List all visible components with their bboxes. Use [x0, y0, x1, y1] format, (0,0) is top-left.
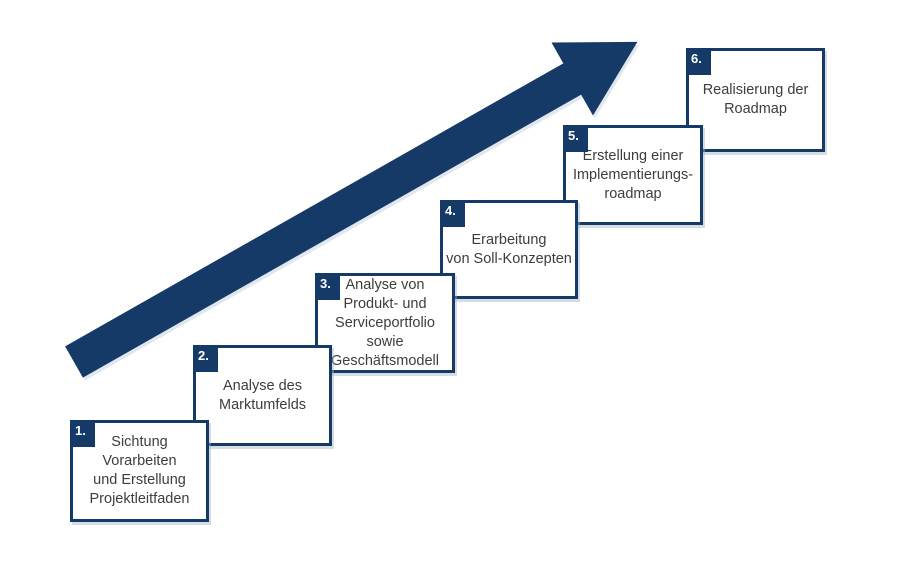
- step-label: Analyse von Produkt- und Serviceportfoli…: [331, 276, 439, 369]
- step-number-badge: 3.: [315, 273, 340, 300]
- step-box-6: 6. Realisierung der Roadmap: [686, 48, 825, 152]
- step-number-badge: 1.: [70, 420, 95, 447]
- growth-arrow-shape: [65, 41, 638, 378]
- step-label: Sichtung Vorarbeiten und Erstellung Proj…: [89, 434, 190, 507]
- step-number-badge: 5.: [563, 125, 588, 152]
- step-number-badge: 6.: [686, 48, 711, 75]
- step-box-5: 5. Erstellung einer Implementierungs- ro…: [563, 125, 703, 225]
- step-label: Analyse des Marktumfelds: [218, 377, 307, 413]
- step-box-1: 1. Sichtung Vorarbeiten und Erstellung P…: [70, 420, 209, 522]
- step-number-badge: 2.: [193, 345, 218, 372]
- step-label: Erstellung einer Implementierungs- roadm…: [572, 147, 694, 202]
- step-box-3: 3. Analyse von Produkt- und Serviceportf…: [315, 273, 455, 373]
- step-label: Erarbeitung von Soll-Konzepten: [446, 231, 572, 267]
- step-box-2: 2. Analyse des Marktumfelds: [193, 345, 332, 446]
- step-number-badge: 4.: [440, 200, 465, 227]
- step-box-4: 4. Erarbeitung von Soll-Konzepten: [440, 200, 578, 299]
- step-label: Realisierung der Roadmap: [702, 82, 809, 117]
